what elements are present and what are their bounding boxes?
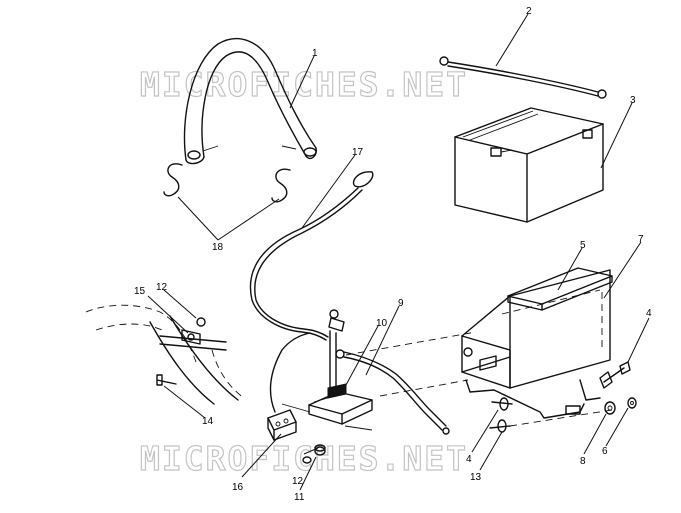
callout-6: 6 xyxy=(602,446,608,457)
callout-5: 5 xyxy=(580,240,586,251)
callout-12-upper: 12 xyxy=(156,282,168,293)
fasteners xyxy=(302,331,637,464)
frame-section xyxy=(85,304,245,405)
starter-cable xyxy=(343,351,450,435)
battery-box xyxy=(461,269,611,419)
callout-18: 18 xyxy=(212,242,224,253)
callout-9: 9 xyxy=(398,298,404,309)
battery-pad xyxy=(507,267,613,311)
positive-cable xyxy=(249,171,374,341)
callout-3: 3 xyxy=(630,95,636,106)
callout-4-right: 4 xyxy=(646,308,652,319)
watermark-bottom: MICROFICHES.NET xyxy=(140,439,468,478)
callout-17: 17 xyxy=(352,147,364,158)
callout-8: 8 xyxy=(580,456,586,467)
callout-1: 1 xyxy=(312,48,318,59)
callout-13: 13 xyxy=(470,472,482,483)
callout-2: 2 xyxy=(526,6,532,17)
callout-12-lower: 12 xyxy=(292,476,304,487)
s-hooks xyxy=(163,163,291,203)
battery-strap xyxy=(183,37,318,165)
callout-15: 15 xyxy=(134,286,146,297)
battery xyxy=(454,107,604,223)
callout-11: 11 xyxy=(294,492,305,503)
callout-4-lower: 4 xyxy=(466,454,472,465)
callout-labels: 1 2 3 4 4 5 6 7 8 9 10 11 12 12 13 14 15… xyxy=(134,6,652,503)
callout-7: 7 xyxy=(638,234,644,245)
terminal-block xyxy=(267,332,311,441)
starter-solenoid xyxy=(281,309,373,431)
ground-cable xyxy=(439,56,607,99)
watermark-top: MICROFICHES.NET xyxy=(140,65,468,104)
callout-16: 16 xyxy=(232,482,244,493)
callout-14: 14 xyxy=(202,416,214,427)
callout-10: 10 xyxy=(376,318,388,329)
leader-lines xyxy=(147,13,650,491)
